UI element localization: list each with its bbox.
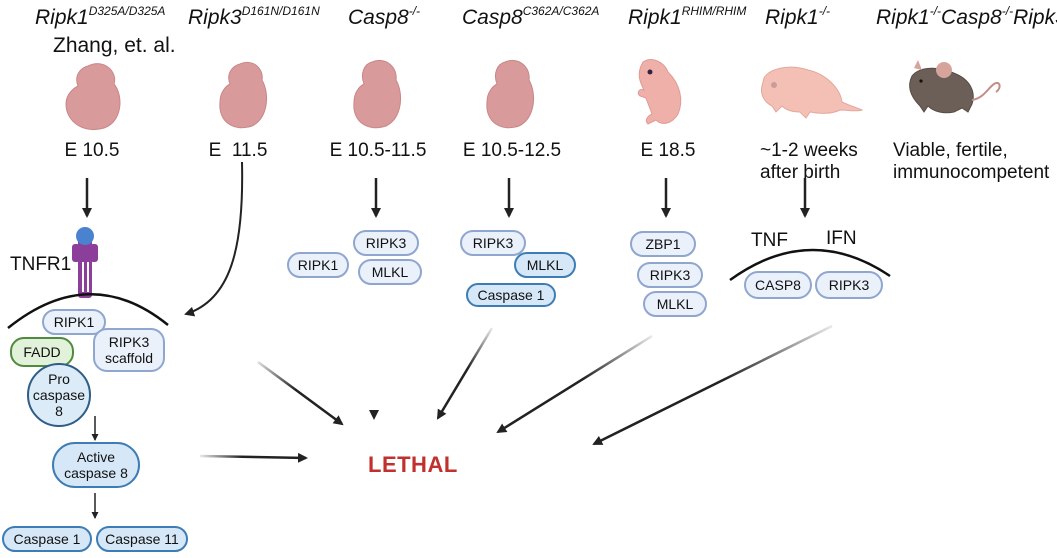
- node-caspase-1: Caspase 1: [2, 526, 92, 552]
- citation-note: Zhang, et. al.: [53, 34, 176, 57]
- adult-mouse-icon: [909, 60, 1001, 114]
- node-ripk3-scaffold: RIPK3 scaffold: [93, 328, 165, 372]
- tnfr1-receptor-icon: [72, 227, 98, 298]
- stage-line: Viable, fertile,: [893, 140, 1008, 161]
- node-text: RIPK3: [108, 334, 150, 350]
- node-mlkl: MLKL: [514, 252, 576, 278]
- stage-line: immunocompetent: [893, 162, 1050, 183]
- allele: -/-: [1001, 4, 1014, 18]
- allele: D161N/D161N: [241, 4, 320, 18]
- allele: -/-: [929, 4, 942, 18]
- embryo-icon: [65, 63, 121, 130]
- stage-label: E 10.5-11.5: [329, 140, 427, 161]
- allele: -/-: [818, 4, 831, 18]
- arrow-to-lethal: [592, 324, 833, 446]
- genotype-ripk1-d325a: Ripk1D325A/D325A: [35, 4, 166, 30]
- genotype-ripk3-d161n: Ripk3D161N/D161N: [188, 4, 320, 30]
- gene-name: Ripk1: [876, 6, 930, 29]
- genotype-triple-ko: Ripk1-/-Casp8-/-Ripk3-/-: [876, 4, 1057, 30]
- cytokine-tnf: TNF: [751, 230, 788, 251]
- genotype-ripk1-ko: Ripk1-/-: [765, 4, 831, 30]
- node-zbp1: ZBP1: [630, 231, 696, 257]
- node-casp8: CASP8: [744, 271, 812, 299]
- node-pro-caspase-8: Pro caspase 8: [27, 363, 91, 427]
- node-text: caspase: [32, 387, 86, 403]
- gene-name: Casp8: [941, 6, 1002, 29]
- node-caspase-11: Caspase 11: [96, 526, 188, 552]
- gene-name: Casp8: [462, 6, 523, 29]
- node-ripk3: RIPK3: [815, 271, 883, 299]
- node-text: caspase 8: [64, 465, 128, 481]
- embryo-icon: [219, 62, 268, 129]
- allele: D325A/D325A: [88, 4, 166, 18]
- stage-label: Viable, fertile, immunocompetent: [893, 140, 1049, 184]
- neonate-mouse-icon: [761, 66, 864, 119]
- node-text: 8: [55, 403, 63, 419]
- stage-line: after birth: [760, 162, 841, 183]
- node-caspase-1: Caspase 1: [466, 283, 556, 307]
- genotype-casp8-ko: Casp8-/-: [348, 4, 421, 30]
- lethal-outcome-label: LETHAL: [368, 452, 458, 477]
- cell-membrane: [729, 248, 891, 282]
- genotype-ripk1-rhim: Ripk1RHIM/RHIM: [628, 4, 747, 30]
- late-fetus-icon: [637, 59, 682, 125]
- gene-name: Casp8: [348, 6, 409, 29]
- node-text: Active: [76, 449, 116, 465]
- stage-label: E 10.5: [64, 140, 120, 161]
- node-ripk1: RIPK1: [287, 252, 349, 278]
- gene-name: Ripk1: [765, 6, 819, 29]
- embryo-icon: [486, 60, 535, 129]
- node-ripk3: RIPK3: [637, 262, 703, 288]
- node-mlkl: MLKL: [643, 291, 707, 317]
- allele: -/-: [408, 4, 421, 18]
- arrow-ripk3-to-scaffold: [184, 161, 244, 317]
- arrow-to-lethal: [257, 360, 344, 426]
- arrow-to-lethal: [496, 334, 653, 434]
- gene-name: Ripk1: [35, 6, 89, 29]
- stage-label: ~1-2 weeks after birth: [760, 140, 858, 184]
- gene-name: Ripk3: [188, 6, 242, 29]
- node-active-caspase-8: Active caspase 8: [52, 442, 140, 488]
- genotype-casp8-c362a: Casp8C362A/C362A: [462, 4, 600, 30]
- node-ripk3: RIPK3: [460, 230, 526, 256]
- cytokine-ifn: IFN: [826, 228, 857, 249]
- gene-name: Ripk3: [1013, 6, 1057, 29]
- node-text: scaffold: [105, 350, 153, 366]
- node-mlkl: MLKL: [358, 259, 422, 285]
- gene-name: Ripk1: [628, 6, 682, 29]
- allele: RHIM/RHIM: [681, 4, 747, 18]
- stage-label: E 18.5: [640, 140, 696, 161]
- receptor-label: TNFR1: [10, 254, 72, 275]
- allele: C362A/C362A: [522, 4, 600, 18]
- node-text: Pro: [48, 371, 70, 387]
- arrow-to-lethal: [436, 327, 494, 420]
- node-fadd: FADD: [10, 337, 74, 367]
- embryo-icon: [353, 60, 402, 129]
- node-ripk1: RIPK1: [42, 309, 106, 335]
- cell-membrane: [7, 293, 169, 329]
- stage-label: E 10.5-12.5: [462, 140, 562, 161]
- stage-line: ~1-2 weeks: [760, 140, 858, 161]
- node-ripk3: RIPK3: [353, 230, 419, 256]
- stage-label: E 11.5: [208, 140, 268, 161]
- arrow-to-lethal: [199, 452, 308, 463]
